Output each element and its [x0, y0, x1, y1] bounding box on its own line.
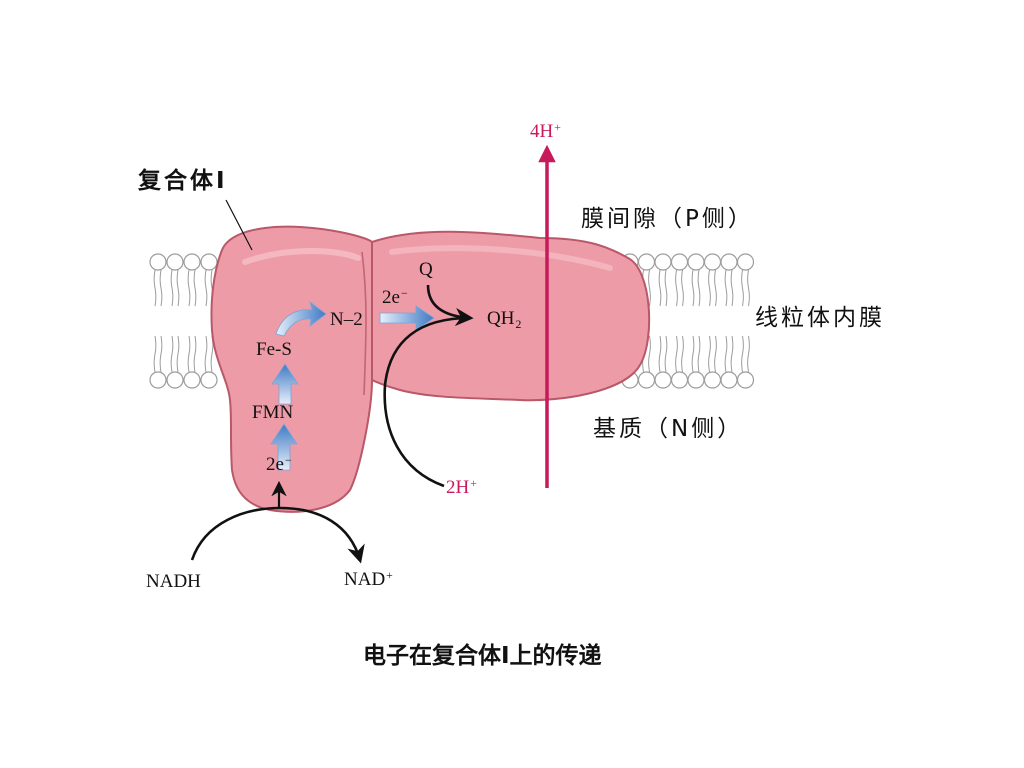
- lipid-head: [149, 371, 167, 389]
- lipid-tail: [741, 335, 750, 373]
- protein-highlight-right: [389, 245, 613, 271]
- lipid-tail: [708, 335, 717, 373]
- protein-highlight: [242, 248, 361, 265]
- matrix-label: 基质（N侧）: [593, 416, 744, 442]
- lipid-head: [736, 253, 755, 271]
- intermembrane-space-label: 膜间隙（P侧）: [581, 206, 754, 232]
- complex-i-label: 复合体I: [138, 168, 228, 194]
- lipid-head: [720, 253, 738, 271]
- lipid-head: [703, 253, 722, 271]
- lipid-head: [670, 253, 689, 271]
- lipid-tail: [658, 335, 668, 373]
- proton-out-label: 4H+: [530, 120, 561, 142]
- lipid-tail: [708, 269, 717, 307]
- lipid-bilayer: [149, 253, 755, 389]
- qh2-label: QH2: [487, 308, 522, 331]
- nadh-label: NADH: [146, 571, 201, 592]
- lipid-tail: [658, 269, 668, 307]
- lipid-tail: [724, 335, 734, 373]
- lipid-head: [637, 253, 656, 271]
- lipid-head: [687, 253, 705, 271]
- lipid-tail: [187, 269, 197, 307]
- lipid-head: [654, 371, 672, 389]
- lipid-tail: [675, 335, 684, 373]
- complex-label-pointer: [225, 199, 253, 251]
- lipid-tail: [691, 335, 701, 373]
- lipid-head: [149, 253, 167, 271]
- lipid-tail: [675, 269, 684, 307]
- electron-arrow-n2-q: [379, 305, 435, 331]
- lipid-head: [654, 253, 672, 271]
- lipid-tail: [724, 269, 734, 307]
- lipid-tail: [187, 335, 197, 373]
- lipid-tail: [691, 269, 701, 307]
- lipid-head: [183, 253, 201, 271]
- membrane-arm: [371, 230, 651, 402]
- electrons-bottom-label: 2e−: [266, 453, 292, 475]
- lipid-head: [637, 371, 656, 389]
- electron-arrow-2e-up: [270, 423, 298, 471]
- electron-arrow-fmn-fes: [271, 363, 299, 405]
- q-label: Q: [419, 259, 433, 280]
- lipid-tail: [170, 335, 180, 373]
- lipid-tail: [153, 269, 163, 307]
- lipid-tail: [153, 335, 163, 373]
- lipid-tail: [204, 335, 214, 373]
- lipid-head: [720, 371, 738, 389]
- lipid-head: [670, 371, 689, 389]
- electrons-top-label: 2e−: [382, 286, 408, 308]
- nad-label: NAD+: [344, 568, 393, 590]
- electron-arrow-fes-n2: [275, 301, 327, 337]
- fmn-label: FMN: [252, 402, 294, 423]
- n2-cluster-label: N–2: [330, 309, 363, 330]
- lipid-head: [200, 253, 218, 271]
- lipid-head: [183, 371, 201, 389]
- lipid-head: [166, 371, 184, 389]
- figure-caption: 电子在复合体I上的传递: [363, 643, 602, 669]
- nadh-oxidation-arrow: [190, 506, 365, 564]
- lipid-tail: [170, 269, 180, 307]
- fes-cluster-label: Fe-S: [256, 339, 292, 360]
- lipid-head: [703, 371, 722, 389]
- complex-i-protein: [210, 225, 651, 513]
- proton-uptake-arrow: [383, 316, 471, 488]
- inner-membrane-label: 线粒体内膜: [755, 305, 885, 331]
- lipid-tail: [741, 269, 750, 307]
- lipid-head: [166, 253, 184, 271]
- domain-seam: [361, 251, 367, 396]
- lipid-head: [687, 371, 705, 389]
- lipid-head: [736, 371, 755, 389]
- peripheral-arm: [210, 225, 373, 513]
- proton-in-label: 2H+: [446, 476, 477, 498]
- lipid-head: [200, 371, 218, 389]
